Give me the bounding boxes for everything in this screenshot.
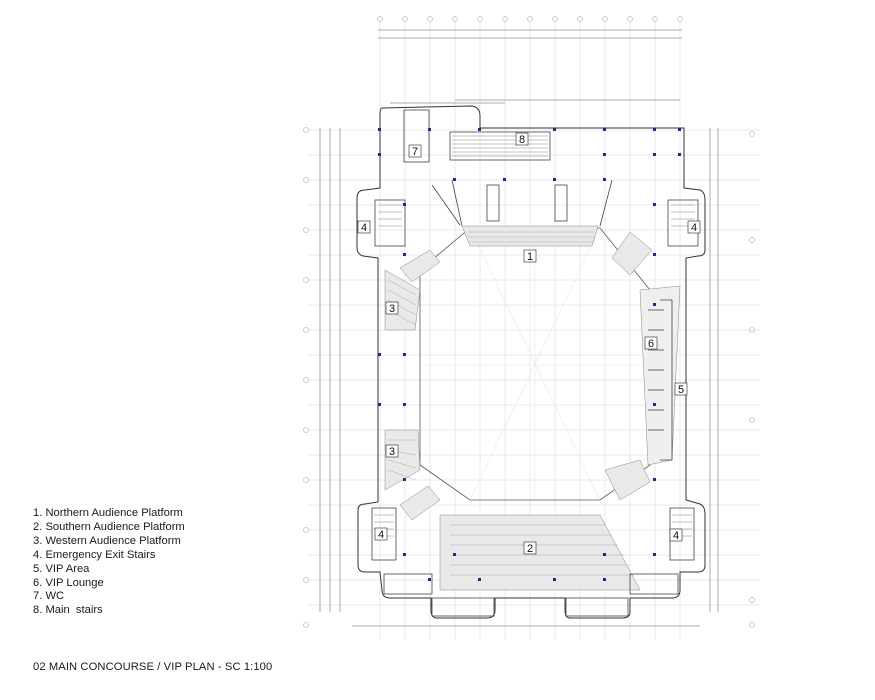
dimension-lines [319,29,719,627]
structural-columns [378,128,681,581]
drawing-caption: 02 MAIN CONCOURSE / VIP PLAN - SC 1:100 [33,661,273,673]
svg-text:6: 6 [648,338,654,350]
zone-label-5: 5 [674,382,688,396]
legend-item: 3. Western Audience Platform [33,534,181,547]
building-outline [356,105,706,619]
zone-label-7: 7 [408,144,422,158]
zone-label-3-upper: 3 [385,301,399,315]
grid-bubbles-top [377,16,683,22]
legend-item: 2. Southern Audience Platform [33,520,185,533]
seating-rows [387,231,634,576]
stairs [374,135,695,537]
legend-item: 8. Main stairs [33,604,103,617]
svg-text:8: 8 [519,134,525,146]
legend-item: 1. Northern Audience Platform [33,507,183,519]
legend: 1. Northern Audience Platform 2. Souther… [33,507,185,618]
legend-item: 6. VIP Lounge [33,576,104,589]
svg-text:2: 2 [527,543,533,555]
svg-text:4: 4 [378,529,384,541]
svg-text:4: 4 [691,222,697,234]
svg-text:3: 3 [389,303,395,315]
zone-label-4-se: 4 [669,528,683,542]
zone-label-2: 2 [523,541,537,555]
zone-label-4-ne: 4 [687,220,701,234]
legend-item: 5. VIP Area [33,562,90,575]
zone-label-6: 6 [644,336,658,350]
zone-label-4-nw: 4 [357,220,371,234]
svg-text:4: 4 [673,530,679,542]
zone-label-3-lower: 3 [385,444,399,458]
central-court [419,227,651,501]
svg-text:1: 1 [527,251,533,263]
interior-walls [371,109,699,617]
svg-text:3: 3 [389,446,395,458]
zone-label-4-sw: 4 [374,527,388,541]
grid-bubbles-right [749,131,755,628]
svg-text:4: 4 [361,222,367,234]
zone-label-1: 1 [523,249,537,263]
svg-text:7: 7 [412,146,418,158]
zone-label-8: 8 [515,132,529,146]
legend-item: 7. WC [33,590,65,603]
grid-bubbles-left [303,127,309,628]
svg-text:5: 5 [678,384,684,396]
legend-item: 4. Emergency Exit Stairs [33,548,156,561]
seating-tiers [384,225,681,591]
